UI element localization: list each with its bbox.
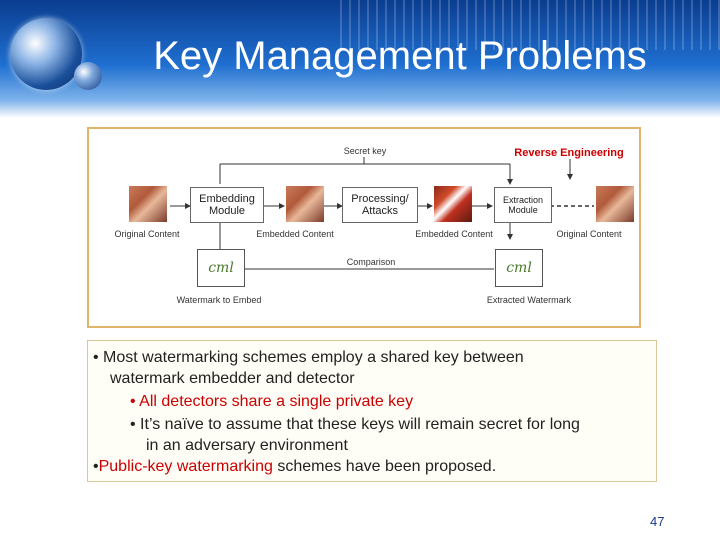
bullet-text-box: • Most watermarking schemes employ a sha… [87, 340, 657, 482]
bullet-3-line-1: • It’s naïve to assume that these keys w… [130, 416, 580, 433]
watermark-to-embed-label: Watermark to Embed [176, 295, 262, 305]
bullet-2: • All detectors share a single private k… [130, 393, 414, 410]
secret-key-label: Secret key [343, 146, 387, 156]
embedded-content-image [286, 186, 324, 222]
original-content-left-label: Original Content [114, 229, 180, 239]
watermark-logo: cml [197, 249, 245, 287]
extracted-watermark-label: Extracted Watermark [486, 295, 572, 305]
page-number: 47 [650, 514, 665, 529]
comparison-label: Comparison [326, 257, 416, 268]
embedding-module-box: Embedding Module [190, 187, 264, 223]
extracted-watermark-logo: cml [495, 249, 543, 287]
embedded-content-label-2: Embedded Content [415, 229, 493, 239]
extraction-module-label: Extraction Module [502, 195, 544, 215]
small-globe-icon [74, 62, 102, 90]
slide-header: Key Management Problems [0, 0, 720, 118]
processing-attacks-box: Processing/ Attacks [342, 187, 418, 223]
watermark-diagram: Secret key Reverse Engineering Embedding… [87, 127, 641, 328]
bullet-4-marker: • [93, 458, 99, 475]
original-content-right-label: Original Content [556, 229, 622, 239]
bullet-4: •Public-key watermarking schemes have be… [93, 458, 496, 476]
attacked-content-image [434, 186, 472, 222]
bullet-4-rest: schemes have been proposed. [272, 458, 497, 475]
header-stripes [340, 0, 720, 50]
bullet-3-line-2: in an adversary environment [146, 437, 348, 454]
bullet-1-line-1: • Most watermarking schemes employ a sha… [93, 349, 524, 366]
original-content-right-image [596, 186, 634, 222]
embedding-module-label: Embedding Module [199, 193, 255, 217]
diagram-connectors [170, 157, 594, 270]
original-content-image [129, 186, 167, 222]
processing-attacks-label: Processing/ Attacks [351, 193, 409, 217]
bullet-4-highlight: Public-key watermarking [98, 458, 273, 475]
globe-logo-icon [10, 18, 82, 90]
extraction-module-box: Extraction Module [494, 187, 552, 223]
embedded-content-label-1: Embedded Content [256, 229, 334, 239]
reverse-engineering-label: Reverse Engineering [514, 147, 624, 159]
bullet-1-line-2: watermark embedder and detector [110, 370, 355, 387]
slide-title: Key Management Problems [153, 34, 647, 78]
